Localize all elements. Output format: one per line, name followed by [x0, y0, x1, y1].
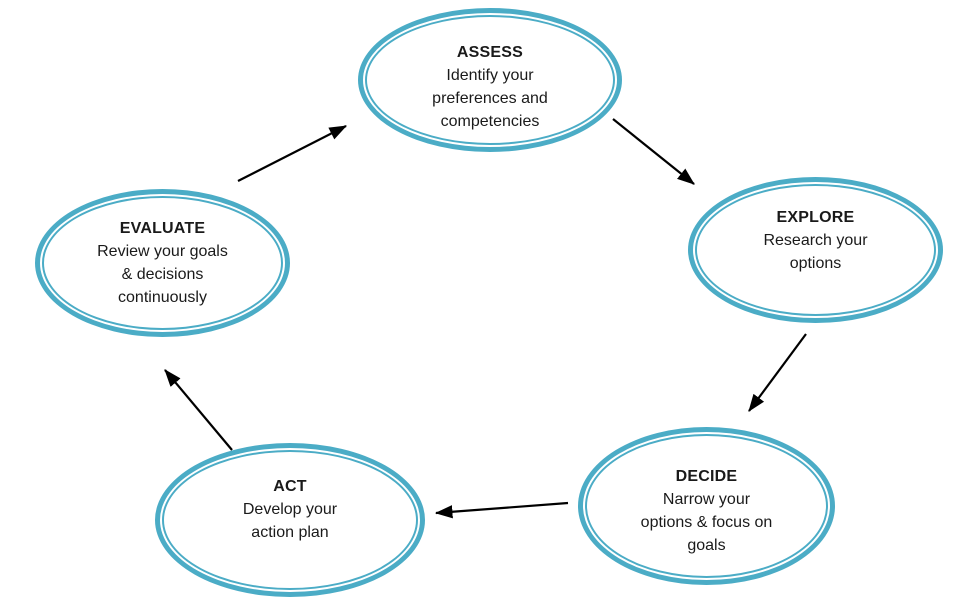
node-decide: DECIDE Narrow your options & focus on go… [578, 427, 835, 585]
node-assess-ring: ASSESS Identify your preferences and com… [365, 15, 615, 145]
arrow-assess-to-explore [612, 118, 695, 185]
node-assess-description: Identify your preferences and competenci… [432, 67, 548, 130]
node-decide-ring: DECIDE Narrow your options & focus on go… [585, 434, 828, 578]
node-evaluate-description: Review your goals & decisions continuous… [97, 243, 228, 306]
node-evaluate: EVALUATE Review your goals & decisions c… [35, 189, 290, 337]
node-decide-title: DECIDE [675, 468, 738, 485]
arrow-act-to-evaluate [164, 369, 233, 451]
node-explore-title: EXPLORE [776, 208, 855, 226]
node-evaluate-ring: EVALUATE Review your goals & decisions c… [42, 196, 283, 330]
node-act-description: Develop your action plan [242, 500, 338, 541]
node-explore-ring: EXPLORE Research your options [695, 184, 936, 316]
node-act: ACT Develop your action plan [155, 443, 425, 597]
node-explore-description: Research your options [763, 231, 868, 272]
arrow-explore-to-decide [748, 333, 807, 412]
arrow-decide-to-act [434, 501, 569, 519]
node-explore: EXPLORE Research your options [688, 177, 943, 323]
arrow-evaluate-to-assess [237, 125, 347, 182]
node-act-title: ACT [273, 477, 307, 495]
node-act-ring: ACT Develop your action plan [162, 450, 418, 590]
node-assess: ASSESS Identify your preferences and com… [358, 8, 622, 152]
node-decide-description: Narrow your options & focus on goals [640, 491, 773, 554]
node-evaluate-title: EVALUATE [119, 220, 206, 237]
node-assess-title: ASSESS [456, 44, 524, 61]
